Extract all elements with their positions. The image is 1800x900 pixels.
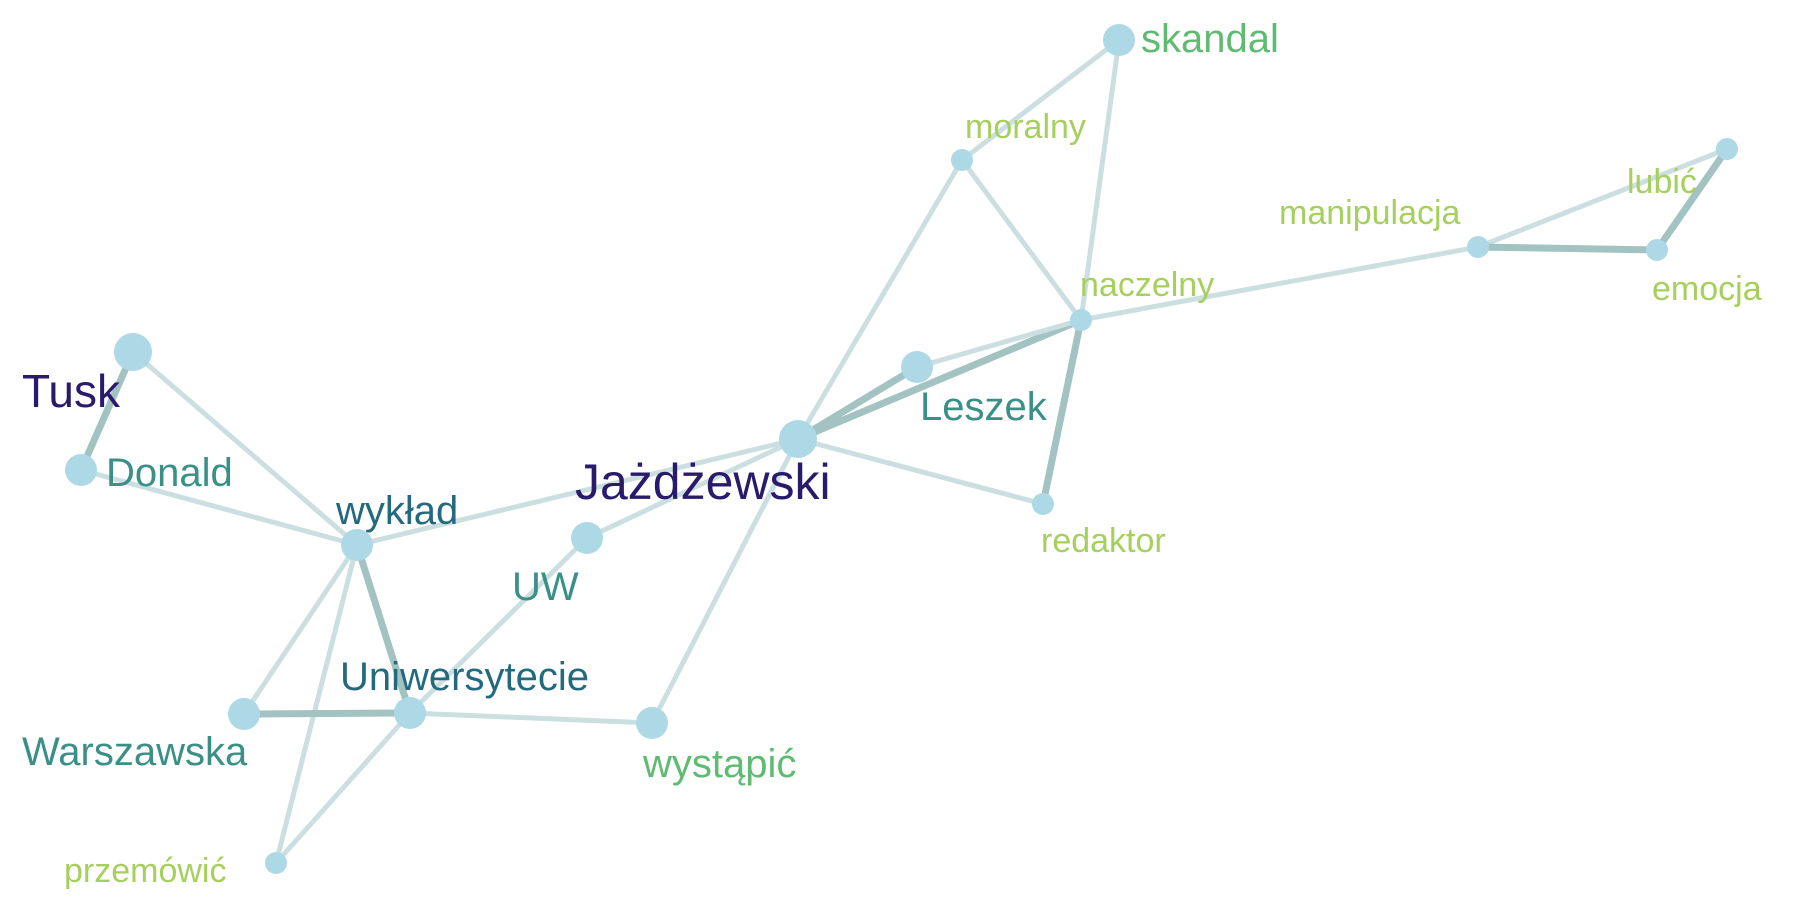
node-label-lubic: lubić bbox=[1627, 163, 1697, 201]
edge-moralny-skandal bbox=[959, 37, 1122, 163]
node-manipulacja bbox=[1467, 236, 1489, 258]
edge-jazdzewski-moralny bbox=[795, 157, 965, 442]
node-label-uw: UW bbox=[512, 565, 579, 609]
node-label-tusk: Tusk bbox=[22, 365, 121, 417]
edge-uniwersytecie-uw bbox=[407, 535, 590, 716]
node-leszek bbox=[901, 351, 933, 383]
node-tusk bbox=[114, 333, 152, 371]
edge-naczelny-skandal bbox=[1078, 37, 1122, 323]
edge-tusk-donald bbox=[77, 348, 137, 474]
node-label-warszawska: Warszawska bbox=[22, 730, 248, 774]
node-label-wystapic: wystąpić bbox=[642, 742, 796, 786]
node-moralny bbox=[951, 149, 973, 171]
node-warszawska bbox=[228, 698, 260, 730]
node-przemowic bbox=[265, 852, 287, 874]
node-label-donald: Donald bbox=[106, 451, 233, 495]
node-jazdzewski bbox=[779, 420, 817, 458]
edge-manipulacja-lubic bbox=[1475, 146, 1730, 250]
node-donald bbox=[65, 454, 97, 486]
edge-tusk-wyklad bbox=[130, 349, 360, 548]
node-label-leszek: Leszek bbox=[920, 385, 1048, 429]
node-skandal bbox=[1103, 24, 1135, 56]
node-label-jazdzewski: Jażdżewski bbox=[575, 454, 831, 510]
node-layer bbox=[65, 24, 1738, 874]
node-label-przemowic: przemówić bbox=[64, 852, 226, 890]
edge-wyklad-przemowic bbox=[273, 542, 360, 866]
edge-uniwersytecie-wystapic bbox=[407, 710, 655, 726]
node-label-moralny: moralny bbox=[965, 108, 1086, 146]
edge-wyklad-jazdzewski bbox=[354, 436, 801, 548]
edge-layer bbox=[77, 37, 1731, 866]
edge-donald-wyklad bbox=[78, 467, 360, 548]
edge-uw-jazdzewski bbox=[584, 436, 801, 541]
edge-jazdzewski-naczelny bbox=[794, 316, 1085, 443]
node-label-wyklad: wykład bbox=[335, 489, 458, 533]
node-uw bbox=[571, 522, 603, 554]
node-uniwersytecie bbox=[394, 697, 426, 729]
node-redaktor bbox=[1032, 493, 1054, 515]
edge-warszawska-uniwersytecie bbox=[240, 709, 414, 718]
node-label-emocja: emocja bbox=[1652, 270, 1762, 308]
edge-leszek-naczelny bbox=[914, 317, 1084, 370]
node-wyklad bbox=[341, 529, 373, 561]
edge-naczelny-moralny bbox=[959, 157, 1084, 323]
edge-jazdzewski-wystapic bbox=[649, 436, 801, 726]
node-wystapic bbox=[636, 707, 668, 739]
node-label-uniwersytecie: Uniwersytecie bbox=[340, 655, 589, 699]
node-label-skandal: skandal bbox=[1141, 17, 1279, 61]
node-lubic bbox=[1716, 138, 1738, 160]
edge-naczelny-manipulacja bbox=[1078, 244, 1481, 323]
node-label-redaktor: redaktor bbox=[1041, 522, 1166, 560]
edge-jazdzewski-redaktor bbox=[795, 436, 1046, 507]
edge-naczelny-redaktor bbox=[1039, 316, 1085, 508]
edge-uniwersytecie-przemowic bbox=[273, 710, 413, 866]
node-emocja bbox=[1646, 239, 1668, 261]
edge-wyklad-warszawska bbox=[241, 542, 360, 717]
node-label-naczelny: naczelny bbox=[1080, 266, 1214, 304]
node-naczelny bbox=[1070, 309, 1092, 331]
edge-lubic-emocja bbox=[1653, 145, 1731, 254]
node-label-manipulacja: manipulacja bbox=[1279, 194, 1461, 232]
edge-wyklad-uniwersytecie bbox=[353, 541, 414, 717]
edge-manipulacja-emocja bbox=[1474, 243, 1661, 254]
